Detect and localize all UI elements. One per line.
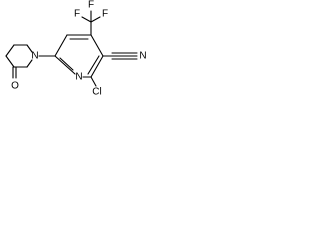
trifluoromethyl-group: F F F <box>74 0 108 36</box>
bond-cf3-f-left <box>81 16 92 23</box>
chloro-group: Cl <box>90 76 102 98</box>
nitrile-group: N <box>102 51 147 62</box>
bond-pip-c3-c4 <box>5 44 15 57</box>
bond-pip-c6-n <box>26 59 33 68</box>
chlorine-label: Cl <box>92 87 101 98</box>
pyridine-nitrogen-label: N <box>75 72 82 83</box>
bond-c4-c3 <box>90 34 104 57</box>
bond-c2-cl <box>90 76 97 87</box>
fluorine-top-label: F <box>88 0 94 11</box>
bond-pip-c4-c5 <box>5 55 15 68</box>
bond-cf3-f-right <box>90 16 101 23</box>
nitrile-nitrogen-label: N <box>139 51 146 62</box>
carbonyl-oxygen-label: O <box>11 81 19 92</box>
pyridine-ring <box>54 34 104 78</box>
bond-n1-c6 <box>54 55 76 75</box>
piperidine-nitrogen-label: N <box>31 51 38 62</box>
bond-pip-n-c2 <box>26 44 33 53</box>
bond-c3-c2-inner <box>87 55 100 75</box>
fluorine-right-label: F <box>102 9 108 20</box>
chemical-structure-diagram: F F F N Cl N N O <box>5 0 147 98</box>
pyridine-nitrogen: N <box>75 72 82 83</box>
bond-c3-c2 <box>90 55 104 78</box>
fluorine-left-label: F <box>74 9 80 20</box>
piperidinone-ring: N O <box>5 44 56 92</box>
bond-n1-c6-inner <box>59 57 74 71</box>
bond-c6-c5 <box>54 34 68 57</box>
